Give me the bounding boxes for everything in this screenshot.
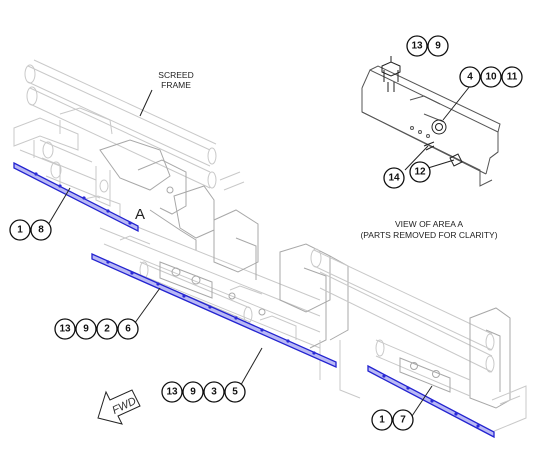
fwd-arrow: FWD bbox=[97, 389, 141, 425]
callout-upper-left: 1 8 bbox=[9, 219, 52, 241]
detail-view-a bbox=[361, 56, 501, 187]
strip-middle bbox=[91, 253, 337, 368]
callout-9: 9 bbox=[435, 41, 441, 52]
callout-4: 4 bbox=[467, 72, 473, 83]
screed-frame-drawing bbox=[13, 59, 527, 433]
callout-8: 8 bbox=[38, 225, 44, 236]
callout-detail-14: 14 bbox=[383, 167, 405, 189]
callout-13-middle: 13 bbox=[59, 324, 71, 335]
strip-lower-right bbox=[367, 364, 495, 439]
callout-right: 4 10 11 bbox=[459, 66, 523, 88]
callout-6: 6 bbox=[125, 324, 131, 335]
callout-detail-12: 12 bbox=[409, 161, 431, 183]
view-caption-line2: (PARTS REMOVED FOR CLARITY) bbox=[360, 230, 497, 240]
screed-frame-line1: SCREED bbox=[158, 70, 193, 80]
callout-middle: 13 9 2 6 bbox=[54, 318, 139, 340]
callout-1: 1 bbox=[17, 225, 23, 236]
callout-1-right: 1 bbox=[379, 415, 385, 426]
callout-7: 7 bbox=[400, 415, 406, 426]
callout-top: 13 9 bbox=[406, 35, 449, 57]
callout-13: 13 bbox=[411, 41, 423, 52]
callout-14: 14 bbox=[388, 173, 400, 184]
callout-3: 3 bbox=[211, 387, 217, 398]
callout-5: 5 bbox=[232, 387, 238, 398]
view-caption: VIEW OF AREA A (PARTS REMOVED FOR CLARIT… bbox=[360, 219, 497, 240]
callout-12: 12 bbox=[414, 167, 426, 178]
area-a-label: A bbox=[135, 206, 145, 223]
callout-2: 2 bbox=[104, 324, 110, 335]
leader-lines bbox=[47, 89, 433, 420]
callout-9-lower: 9 bbox=[190, 387, 196, 398]
callout-11: 11 bbox=[507, 72, 518, 83]
strip-upper-left bbox=[13, 161, 139, 233]
screed-frame-line2: FRAME bbox=[161, 80, 191, 90]
callout-lower: 13 9 3 5 bbox=[161, 381, 246, 403]
callout-13-lower: 13 bbox=[166, 387, 178, 398]
callout-right-bottom: 1 7 bbox=[371, 409, 414, 431]
callout-10: 10 bbox=[485, 72, 497, 83]
screed-frame-label: SCREED FRAME bbox=[158, 70, 193, 90]
callout-9-middle: 9 bbox=[83, 324, 89, 335]
view-caption-line1: VIEW OF AREA A bbox=[395, 219, 463, 229]
